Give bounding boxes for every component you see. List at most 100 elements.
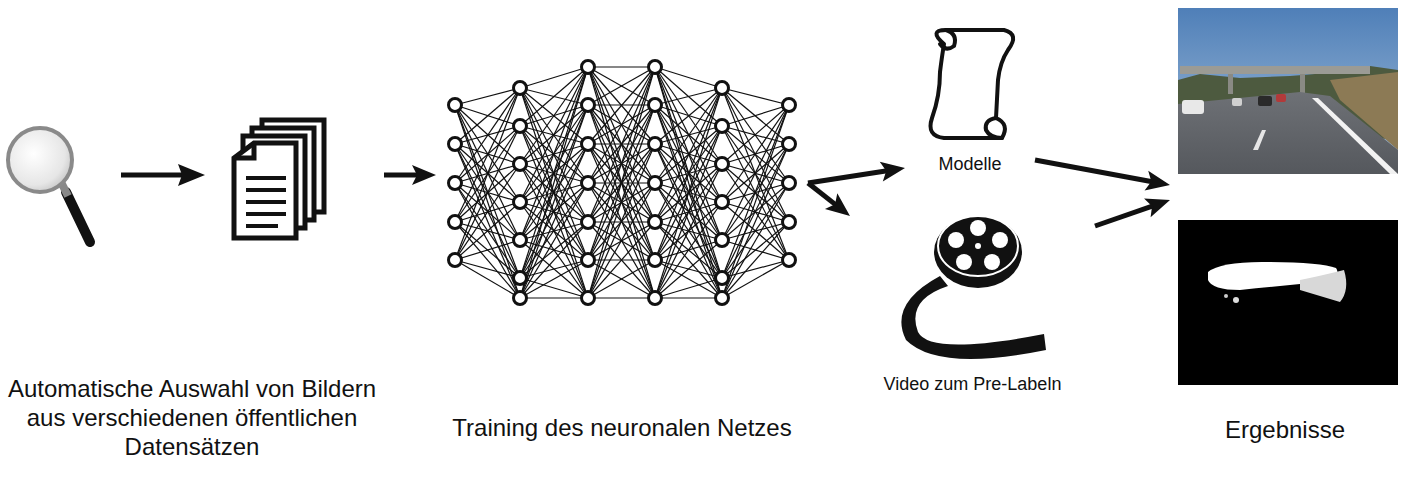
reel-hole <box>956 254 972 270</box>
magnifier-icon <box>8 128 90 242</box>
network-neuron <box>783 99 796 112</box>
network-weight <box>455 260 520 278</box>
network-weight <box>520 105 588 278</box>
network-weight <box>655 240 722 298</box>
network-weight <box>655 278 722 298</box>
network-weight <box>722 105 789 126</box>
stage-caption: Video zum Pre-Labeln <box>850 373 1095 395</box>
network-weight <box>455 88 520 222</box>
arrow-shaft <box>121 173 182 178</box>
network-weight <box>520 222 588 298</box>
network-weight <box>588 66 655 67</box>
network-weight <box>520 183 588 298</box>
network-weight <box>588 144 655 298</box>
network-weight <box>655 88 722 183</box>
document-front <box>234 143 296 238</box>
network-weight <box>588 297 655 298</box>
network-neuron <box>582 138 595 151</box>
network-weight <box>722 105 789 202</box>
network-weight <box>655 88 722 222</box>
network-weight <box>588 67 655 222</box>
reel-hole <box>992 232 1008 248</box>
text-line <box>246 188 286 192</box>
reel-hole <box>970 220 986 236</box>
network-weight <box>455 260 520 298</box>
arrow-shaft <box>1095 206 1153 226</box>
text-line <box>246 212 286 216</box>
network-weight <box>455 240 520 260</box>
network-weight <box>655 202 722 298</box>
network-weight <box>520 67 588 298</box>
network-neuron <box>582 254 595 267</box>
network-weight <box>722 260 789 298</box>
network-weight <box>655 67 722 278</box>
network-weight <box>520 67 588 164</box>
document-fold <box>234 143 254 158</box>
network-neuron <box>649 216 662 229</box>
network-neuron <box>649 177 662 190</box>
network-neuron <box>649 138 662 151</box>
video-input: Video zum Pre-Labeln <box>850 205 1095 395</box>
flow-arrow <box>808 162 905 183</box>
network-weight <box>722 126 789 222</box>
network-neuron <box>783 216 796 229</box>
network-weight <box>588 183 655 298</box>
network-weight <box>455 88 520 183</box>
network-weight <box>520 260 588 298</box>
network-weight <box>588 260 655 298</box>
photo-car <box>1232 98 1242 106</box>
photo-bridge-pillar <box>1228 74 1233 94</box>
network-weight <box>455 144 520 298</box>
road-photo <box>1178 8 1398 174</box>
network-weight <box>520 297 588 298</box>
stage-caption: Ergebnisse <box>1170 415 1400 444</box>
network-weight <box>588 67 655 105</box>
network-weight <box>455 164 520 260</box>
network-weight <box>655 67 722 88</box>
network-neuron <box>582 292 595 305</box>
network-weight <box>655 88 722 298</box>
film-reel-icon <box>901 216 1046 359</box>
mask-speck <box>1233 297 1239 303</box>
network-neuron <box>649 254 662 267</box>
network-neuron <box>449 177 462 190</box>
reel-hole <box>948 232 964 248</box>
neural-network <box>449 61 796 305</box>
scroll-curl <box>986 118 1002 138</box>
network-neuron <box>449 99 462 112</box>
selection-stage: Automatische Auswahl von Bildern aus ver… <box>0 112 384 461</box>
mask-speck <box>1224 294 1228 298</box>
network-weight <box>588 105 655 298</box>
network-weight <box>722 105 789 278</box>
network-weight <box>455 144 520 278</box>
network-weight <box>588 67 655 105</box>
reel-body <box>934 216 1022 288</box>
network-neuron <box>449 254 462 267</box>
photo-lane <box>1253 130 1266 150</box>
flow-arrow <box>808 183 850 216</box>
network-weight <box>588 222 655 298</box>
flow-arrow <box>1035 160 1170 190</box>
network-neuron <box>716 82 729 95</box>
network-weight <box>455 88 520 260</box>
network-neuron <box>514 292 527 305</box>
network-weight <box>588 67 655 222</box>
reel-hole <box>984 254 1000 270</box>
network-weight <box>655 126 722 298</box>
network-neuron <box>582 216 595 229</box>
stage-caption: Modelle <box>905 153 1035 175</box>
scroll-curl <box>940 30 955 49</box>
mask-blob <box>1300 270 1346 302</box>
network-weight <box>520 126 588 298</box>
training-stage: Training des neuronalen Netzes <box>436 55 808 442</box>
network-neuron <box>716 292 729 305</box>
film-tape <box>901 276 1046 359</box>
scroll-icon <box>931 30 1014 138</box>
network-weight <box>588 260 655 298</box>
network-weight <box>655 67 722 298</box>
network-weight <box>455 183 520 278</box>
network-weight <box>588 222 655 298</box>
reel-hub <box>975 243 981 249</box>
documents-icon <box>234 120 324 238</box>
photo-bridge <box>1180 66 1370 74</box>
